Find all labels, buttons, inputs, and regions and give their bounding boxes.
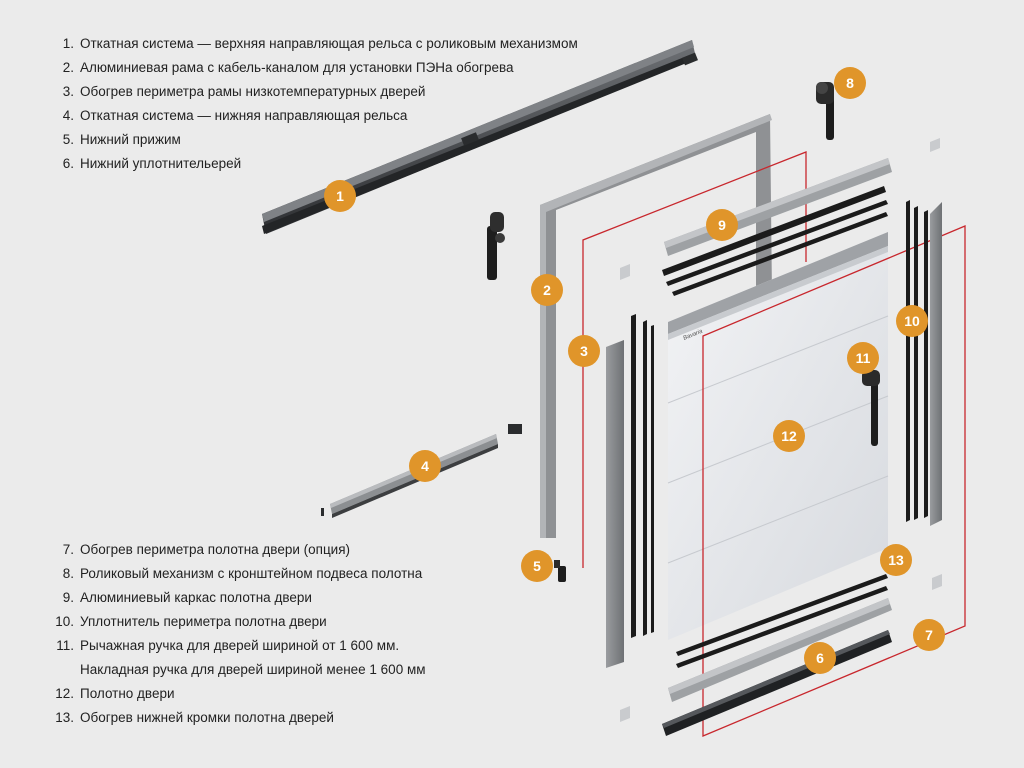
legend-item: 10. Уплотнитель периметра полотна двери bbox=[52, 610, 426, 634]
legend-item-number: 6. bbox=[62, 156, 74, 171]
frame-handle-bracket-icon bbox=[487, 212, 505, 280]
legend-item: 7. Обогрев периметра полотна двери (опция… bbox=[52, 538, 426, 562]
callout-badge-2: 2 bbox=[531, 274, 563, 306]
callout-badges: 1 2 3 4 5 6 7 8 bbox=[324, 67, 945, 674]
legend-item: 9. Алюминиевый каркас полотна двери bbox=[52, 586, 426, 610]
callout-badge-10: 10 bbox=[896, 305, 928, 337]
svg-text:8: 8 bbox=[846, 75, 854, 91]
legend-item-text: Нижний уплотнительерей bbox=[80, 156, 242, 171]
legend-item-text: Роликовый механизм с кронштейном подвеса… bbox=[80, 566, 423, 581]
svg-text:7: 7 bbox=[925, 627, 933, 643]
legend-item: 4. Откатная система — нижняя направляющая… bbox=[52, 104, 578, 128]
callout-badge-1: 1 bbox=[324, 180, 356, 212]
bottom-clamp-icon bbox=[554, 560, 566, 582]
legend-item-number: 2. bbox=[62, 60, 74, 75]
panel-perimeter-heating-line bbox=[702, 225, 966, 737]
legend-item-text: Алюминиевая рама с кабель-каналом для ус… bbox=[80, 60, 514, 75]
legend-item: 8. Роликовый механизм с кронштейном подве… bbox=[52, 562, 426, 586]
legend-item-number: 12. bbox=[55, 686, 74, 701]
legend-item-text: Обогрев нижней кромки полотна дверей bbox=[80, 710, 334, 725]
callout-badge-8: 8 bbox=[834, 67, 866, 99]
legend-item-number: 9. bbox=[62, 590, 74, 605]
legend-item: 1. Откатная система — верхняя направляюща… bbox=[52, 32, 578, 56]
callout-badge-12: 12 bbox=[773, 420, 805, 452]
legend-item-number: 13. bbox=[55, 710, 74, 725]
legend-item-text: Полотно двери bbox=[80, 686, 175, 701]
callout-badge-13: 13 bbox=[880, 544, 912, 576]
svg-text:10: 10 bbox=[904, 313, 920, 329]
legend-item-text: Уплотнитель периметра полотна двери bbox=[80, 614, 327, 629]
legend-item: 3. Обогрев периметра рамы низкотемператур… bbox=[52, 80, 578, 104]
legend-item-text: Откатная система — верхняя направляющая … bbox=[80, 36, 578, 51]
legend-bottom: 7. Обогрев периметра полотна двери (опция… bbox=[52, 538, 426, 730]
legend-item-text: Нижний прижим bbox=[80, 132, 181, 147]
svg-text:6: 6 bbox=[816, 650, 824, 666]
frame-perimeter-heating-line bbox=[582, 151, 807, 568]
legend-item-number: 4. bbox=[62, 108, 74, 123]
legend-item: 2. Алюминиевая рама с кабель-каналом для … bbox=[52, 56, 578, 80]
callout-badge-9: 9 bbox=[706, 209, 738, 241]
svg-text:4: 4 bbox=[421, 458, 429, 474]
top-guide-rail bbox=[262, 40, 698, 234]
legend-top: 1. Откатная система — верхняя направляюща… bbox=[52, 32, 578, 176]
callout-badge-11: 11 bbox=[847, 342, 879, 374]
svg-text:12: 12 bbox=[781, 428, 797, 444]
left-vertical-seals bbox=[606, 314, 654, 668]
legend-item-text: Алюминиевый каркас полотна двери bbox=[80, 590, 312, 605]
legend-item-number: 7. bbox=[62, 542, 74, 557]
roller-mechanism-icon bbox=[816, 82, 834, 140]
svg-text:3: 3 bbox=[580, 343, 588, 359]
legend-item-number: 8. bbox=[62, 566, 74, 581]
svg-text:9: 9 bbox=[718, 217, 726, 233]
legend-item-number: 11. bbox=[56, 638, 74, 653]
legend-item-number: 10. bbox=[55, 614, 74, 629]
svg-text:11: 11 bbox=[856, 350, 871, 366]
legend-item-text: Накладная ручка для дверей шириной менее… bbox=[80, 662, 426, 677]
svg-text:2: 2 bbox=[543, 282, 551, 298]
legend-item-text: Рычажная ручка для дверей шириной от 1 6… bbox=[80, 638, 400, 653]
legend-item: 6. Нижний уплотнительерей bbox=[52, 152, 578, 176]
legend-item: 13. Обогрев нижней кромки полотна дверей bbox=[52, 706, 426, 730]
callout-badge-4: 4 bbox=[409, 450, 441, 482]
legend-item-number: 1. bbox=[62, 36, 74, 51]
legend-item-text: Обогрев периметра рамы низкотемпературны… bbox=[80, 84, 426, 99]
callout-badge-7: 7 bbox=[913, 619, 945, 651]
callout-badge-6: 6 bbox=[804, 642, 836, 674]
callout-badge-5: 5 bbox=[521, 550, 553, 582]
legend-item: 11. Рычажная ручка для дверей шириной от … bbox=[52, 634, 426, 658]
right-vertical-seals bbox=[906, 200, 942, 526]
lever-handle-icon bbox=[862, 370, 880, 446]
legend-item: Накладная ручка для дверей шириной менее… bbox=[52, 658, 426, 682]
spacer-blocks bbox=[620, 138, 942, 722]
svg-text:5: 5 bbox=[533, 558, 541, 574]
svg-text:1: 1 bbox=[336, 188, 344, 204]
legend-item-text: Откатная система — нижняя направляющая р… bbox=[80, 108, 408, 123]
svg-text:13: 13 bbox=[888, 552, 904, 568]
legend-item-number: 3. bbox=[62, 84, 74, 99]
legend-item: 5. Нижний прижим bbox=[52, 128, 578, 152]
legend-item-text: Обогрев периметра полотна двери (опция) bbox=[80, 542, 351, 557]
callout-badge-3: 3 bbox=[568, 335, 600, 367]
legend-item: 12. Полотно двери bbox=[52, 682, 426, 706]
legend-item-number: 5. bbox=[62, 132, 74, 147]
